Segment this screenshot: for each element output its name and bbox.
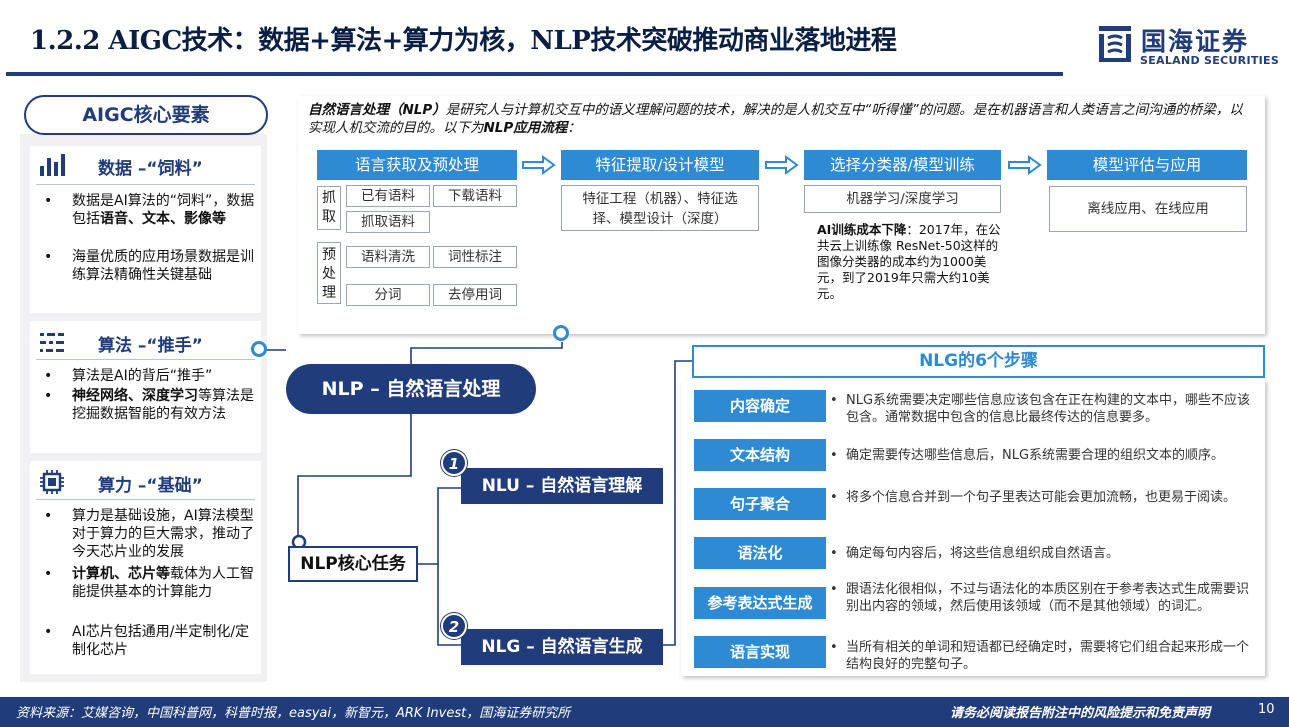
bullet: •数据是AI算法的“饲料”，数据包括语音、文本、影像等	[44, 193, 255, 227]
card-divider	[36, 184, 255, 185]
page-title: 1.2.2 AIGC技术：数据+算法+算力为核，NLP技术突破推动商业落地进程	[30, 26, 897, 56]
grab-item: 已有语料	[346, 185, 430, 207]
connector-node	[251, 341, 267, 357]
cost-note: AI训练成本下降：2017年，在公共云上训练像 ResNet-50这样的图像分类…	[817, 222, 1001, 301]
classifier-box: 机器学习/深度学习	[804, 185, 1001, 213]
logo-icon	[1099, 26, 1131, 62]
bullet: •神经网络、深度学习等算法是挖掘数据智能的有效方法	[44, 388, 254, 422]
nlg-step-label: 文本结构	[694, 439, 826, 471]
card-title-data: 数据 –“饲料”	[98, 159, 203, 179]
grab-item: 抓取语料	[346, 211, 430, 233]
bullet: •计算机、芯片等载体为人工智能提供基本的计算能力	[44, 566, 254, 600]
arrow-right-icon	[522, 155, 556, 175]
card-divider	[36, 499, 255, 500]
nlg-step-desc: •跟语法化很相似，不过与语法化的本质区别在于参考表达式生成需要识别出内容的领域，…	[830, 582, 1250, 614]
preprocess-item: 去停用词	[433, 284, 517, 306]
stage-evaluate: 模型评估与应用	[1047, 150, 1247, 180]
bullet: •海量优质的应用场景数据是训练算法精确性关键基础	[44, 249, 254, 283]
title-rule	[6, 72, 1063, 76]
preprocess-item: 分词	[346, 284, 430, 306]
preprocess-label: 预处理	[317, 242, 341, 304]
algorithm-icon	[40, 333, 64, 352]
grab-label: 抓取	[317, 186, 341, 230]
nlp-intro: 自然语言处理（NLP）是研究人与计算机交互中的语义理解问题的技术，解决的是人机交…	[308, 102, 1243, 136]
nlg-step-label: 句子聚合	[694, 488, 826, 520]
page-number: 10	[1258, 702, 1275, 717]
number-badge: 1	[441, 450, 467, 476]
grab-item: 下载语料	[433, 185, 517, 207]
nlp-main-node: NLP – 自然语言处理	[286, 364, 536, 414]
nlp-core-tasks: NLP核心任务	[288, 546, 418, 582]
nlg-step-label: 参考表达式生成	[694, 587, 826, 619]
preprocess-item: 词性标注	[433, 246, 517, 268]
card-title-algorithm: 算法 –“推手”	[98, 336, 203, 356]
chip-icon	[40, 470, 64, 494]
nlu-box: NLU – 自然语言理解	[461, 468, 663, 504]
footer-bar	[0, 697, 1289, 727]
preprocess-item: 语料清洗	[346, 246, 430, 268]
stage-classifier: 选择分类器/模型训练	[804, 150, 1001, 180]
nlg-step-label: 内容确定	[694, 390, 826, 422]
logo-subtext: SEALAND SECURITIES	[1140, 54, 1280, 67]
footer-source: 资料来源：艾媒咨询，中国科普网，科普时报，easyai，新智元，ARK Inve…	[16, 706, 571, 721]
stage-acquire: 语言获取及预处理	[317, 150, 517, 180]
connector-node	[553, 325, 569, 341]
number-badge: 2	[441, 613, 467, 639]
stage-feature: 特征提取/设计模型	[561, 150, 759, 180]
bar-chart-icon	[40, 154, 65, 176]
nlg-box: NLG – 自然语言生成	[461, 629, 663, 665]
nlg-steps-panel	[681, 380, 1265, 676]
bullet: •AI芯片包括通用/半定制化/定制化芯片	[44, 624, 250, 658]
arrow-right-icon	[765, 155, 799, 175]
nlg-step-label: 语法化	[694, 537, 826, 569]
arrow-right-icon	[1008, 155, 1042, 175]
card-title-compute: 算力 –“基础”	[98, 476, 203, 496]
card-divider	[36, 359, 255, 360]
bullet: •算法是AI的背后“推手”	[44, 368, 213, 384]
evaluate-box: 离线应用、在线应用	[1049, 186, 1247, 232]
nlg-step-desc: •确定需要传达哪些信息后，NLG系统需要合理的组织文本的顺序。	[830, 448, 1225, 463]
card-algorithm: 算法 –“推手” •算法是AI的背后“推手” •神经网络、深度学习等算法是挖掘数…	[30, 321, 261, 453]
nlg-steps-title: NLG的6个步骤	[692, 345, 1265, 378]
nlg-step-desc: •确定每句内容后，将这些信息组织成自然语言。	[830, 546, 1120, 561]
card-data: 数据 –“饲料” •数据是AI算法的“饲料”，数据包括语音、文本、影像等 •海量…	[30, 146, 261, 313]
nlg-step-desc: •NLG系统需要决定哪些信息应该包含在正在构建的文本中，哪些不应该包含。通常数据…	[830, 393, 1251, 425]
bullet: •算力是基础设施，AI算法模型对于算力的巨大需求，推动了今天芯片业的发展	[44, 508, 254, 560]
footer-disclaimer: 请务必阅读报告附注中的风险提示和免责声明	[950, 706, 1211, 721]
logo-text: 国海证券	[1141, 27, 1250, 56]
card-compute: 算力 –“基础” •算力是基础设施，AI算法模型对于算力的巨大需求，推动了今天芯…	[30, 461, 261, 674]
aigc-core-title: AIGC核心要素	[24, 95, 268, 135]
feature-box: 特征工程（机器）、特征选择、模型设计（深度）	[561, 185, 759, 231]
nlg-step-desc: •将多个信息合并到一个句子里表达可能会更加流畅，也更易于阅读。	[830, 490, 1237, 505]
nlg-step-desc: •当所有相关的单词和短语都已经确定时，需要将它们组合起来形成一个结构良好的完整句…	[830, 640, 1250, 672]
nlg-step-label: 语言实现	[694, 636, 826, 668]
